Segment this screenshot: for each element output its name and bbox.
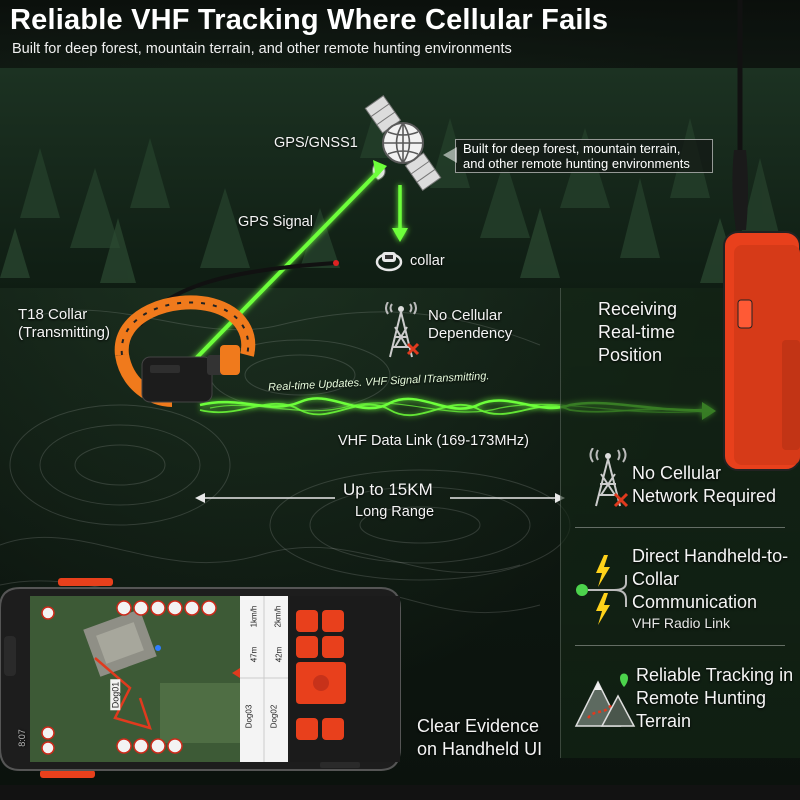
page-subtitle: Built for deep forest, mountain terrain,… — [12, 41, 512, 57]
tower-no-signal-icon — [589, 448, 629, 508]
handheld-caption: Clear Evidence on Handheld UI — [417, 715, 542, 761]
screen-dog-tag-1: Dog01 — [110, 679, 121, 711]
handheld-caption-line-2: on Handheld UI — [417, 739, 543, 759]
no-cellular-line-2: Dependency — [428, 325, 513, 342]
feature-reliable-tracking: Reliable Tracking in Remote Hunting Terr… — [636, 664, 793, 733]
feature-direct-link: Direct Handheld-to- Collar Communication… — [632, 545, 788, 632]
no-cellular-label: No Cellular Dependency — [428, 307, 512, 343]
feature-2-sub: VHF Radio Link — [632, 615, 731, 631]
t18-collar-device — [114, 295, 256, 407]
feature-2-line-1: Direct Handheld-to- — [632, 546, 789, 566]
collar-device-label: T18 Collar (Transmitting) — [18, 306, 110, 342]
gps-callout-line-1: Built for deep forest, mountain terrain, — [463, 141, 681, 156]
page-title: Reliable VHF Tracking Where Cellular Fai… — [10, 4, 609, 36]
feature-1-line-1: No Cellular — [632, 463, 722, 483]
receiving-label: Receiving Real-time Position — [598, 298, 677, 367]
handheld-ui-device — [0, 578, 401, 778]
collar-label: collar — [410, 253, 445, 269]
tower-no-signal-icon — [385, 302, 420, 358]
mountain-tracking-icon — [574, 673, 636, 727]
range-label: Up to 15KM — [343, 480, 433, 499]
satellite-icon — [364, 95, 442, 191]
direct-link-icon — [576, 555, 627, 625]
screen-speed-a: 1km/h — [249, 605, 259, 628]
feature-no-cellular: No Cellular Network Required — [632, 462, 776, 508]
feature-3-line-3: Terrain — [636, 711, 692, 731]
screen-dog-2: Dog03 — [244, 704, 254, 729]
feature-divider-2 — [575, 645, 785, 646]
screen-dog-3: Dog02 — [269, 704, 279, 729]
collar-icon — [375, 252, 403, 272]
gps-callout: Built for deep forest, mountain terrain,… — [455, 139, 713, 173]
collar-device-label-line-2: (Transmitting) — [18, 324, 110, 341]
range-sub-label: Long Range — [355, 504, 435, 520]
receiving-line-2: Real-time — [598, 322, 676, 342]
collar-device-label-line-1: T18 Collar — [18, 306, 88, 323]
gps-signal-label: GPS Signal — [238, 214, 313, 230]
feature-divider-1 — [575, 527, 785, 528]
screen-distance-b: 42m — [274, 646, 284, 663]
gps-label: GPS/GNSS1 — [274, 135, 358, 151]
screen-time: 8:07 — [16, 729, 27, 747]
callout-pointer — [443, 147, 457, 163]
terrain-contours — [0, 309, 571, 614]
header-bar: Reliable VHF Tracking Where Cellular Fai… — [0, 0, 800, 68]
feature-3-line-1: Reliable Tracking in — [636, 665, 794, 685]
feature-2-line-3: Communication — [632, 592, 758, 612]
feature-3-line-2: Remote Hunting — [636, 688, 767, 708]
vhf-link-label: VHF Data Link (169-173MHz) — [338, 433, 529, 449]
feature-1-line-2: Network Required — [632, 486, 777, 506]
receiving-line-1: Receiving — [598, 299, 678, 319]
handheld-caption-line-1: Clear Evidence — [417, 716, 540, 736]
bottom-band — [0, 785, 800, 800]
handheld-receiver — [723, 0, 800, 471]
gps-callout-line-2: and other remote hunting environments — [463, 155, 690, 171]
feature-2-line-2: Collar — [632, 569, 680, 589]
receiving-line-3: Position — [598, 345, 663, 365]
screen-distance-a: 47m — [249, 646, 259, 663]
screen-speed-b: 2km/h — [273, 605, 283, 628]
no-cellular-line-1: No Cellular — [428, 307, 503, 324]
